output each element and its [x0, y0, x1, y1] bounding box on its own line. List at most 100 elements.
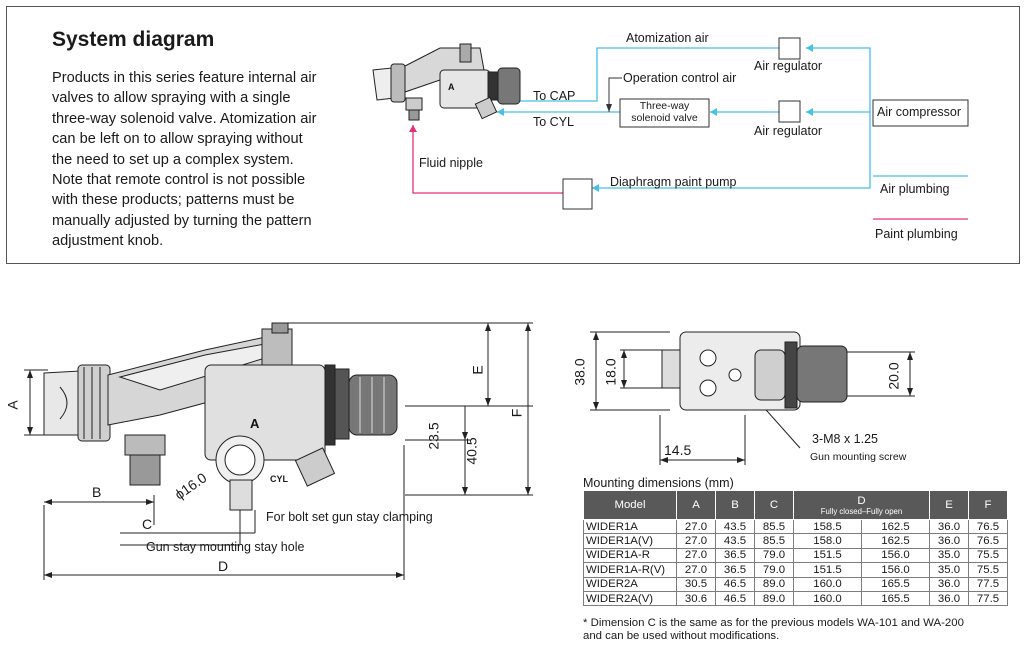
table-cell: 162.5: [861, 518, 930, 535]
table-cell: 151.5: [793, 547, 862, 564]
table-cell: 151.5: [793, 562, 862, 578]
air-compressor-box: [872, 99, 969, 127]
description-line: Products in this series feature internal…: [52, 70, 317, 86]
table-cell: 27.0: [676, 533, 716, 549]
table-cell: 36.5: [715, 547, 755, 564]
air-compressor-label: Air compressor: [877, 105, 962, 119]
table-cell: WIDER2A(V): [583, 590, 677, 607]
dim-F: F: [508, 408, 525, 418]
table-cell: 43.5: [715, 518, 755, 535]
mounting-dimensions-table: Model A B C D Fully closed–Fully open E …: [583, 490, 1008, 607]
cyl-marking: CYL: [270, 474, 288, 484]
description-line: manually adjusted by turning the pattern: [52, 212, 312, 229]
dimension-note: * Dimension C is the same as for the pre…: [583, 617, 964, 643]
table-cell: WIDER2A: [583, 576, 677, 592]
mounting-table-title: Mounting dimensions (mm): [583, 476, 734, 490]
paint-flow-arrow: [409, 125, 417, 132]
dim-D: D: [218, 558, 229, 574]
table-cell: 76.5: [968, 518, 1008, 535]
description-line: with these products; patterns must be: [52, 192, 295, 209]
dim-20: 20.0: [885, 362, 902, 390]
description-line: Note that remote control is not possible: [52, 172, 306, 189]
air-regulator-bottom-label: Air regulator: [754, 124, 823, 138]
svg-text:A: A: [448, 82, 455, 92]
description-line: valves to allow spraying with a single: [52, 90, 291, 107]
table-cell: 165.5: [861, 590, 930, 607]
spray-gun-small-drawing: [372, 43, 521, 121]
table-cell: 79.0: [754, 547, 794, 564]
dim-A: A: [4, 400, 21, 410]
table-cell: 156.0: [861, 562, 930, 578]
table-cell: 79.0: [754, 562, 794, 578]
table-cell: 43.5: [715, 533, 755, 549]
air-regulator-top-label: Air regulator: [754, 59, 823, 73]
table-cell: WIDER1A-R(V): [583, 562, 677, 578]
dim-23-5: 23.5: [425, 422, 442, 450]
system-plumbing-diagram: A: [372, 37, 969, 220]
table-cell: WIDER1A: [583, 518, 677, 535]
table-cell: 85.5: [754, 518, 794, 535]
dim-B: B: [92, 484, 102, 500]
table-cell: 46.5: [715, 590, 755, 607]
header-D: D Fully closed–Fully open: [793, 490, 930, 520]
bolt-set-label: For bolt set gun stay clamping: [266, 510, 433, 524]
system-diagram-panel: [6, 6, 1020, 264]
section-title: System diagram: [52, 28, 215, 51]
table-cell: 158.5: [793, 518, 862, 535]
table-cell: 160.0: [793, 576, 862, 592]
table-cell: 156.0: [861, 547, 930, 564]
header-A: A: [676, 490, 716, 520]
table-cell: 165.5: [861, 576, 930, 592]
table-cell: 27.0: [676, 518, 716, 535]
table-cell: 36.0: [929, 590, 969, 607]
table-cell: 75.5: [968, 547, 1008, 564]
table-cell: 36.0: [929, 533, 969, 549]
table-cell: 36.0: [929, 518, 969, 535]
table-header-row: Model A B C D Fully closed–Fully open E …: [583, 490, 1008, 520]
table-cell: 36.0: [929, 576, 969, 592]
table-cell: WIDER1A-R: [583, 547, 677, 564]
description-line: three-way solenoid valve. Atomization ai…: [52, 110, 317, 127]
operation-control-leader: [608, 77, 622, 112]
side-view-dimension-drawing: A: [24, 322, 533, 580]
stay-hole-label: Gun stay mounting stay hole: [146, 540, 305, 554]
diaphragm-pump-box: [562, 178, 593, 210]
table-cell: 77.5: [968, 576, 1008, 592]
solenoid-valve-label: Three-way solenoid valve: [631, 100, 698, 124]
table-cell: 35.0: [929, 562, 969, 578]
solenoid-valve-box: [619, 98, 710, 128]
table-cell: 36.5: [715, 562, 755, 578]
screw-sublabel: Gun mounting screw: [810, 451, 907, 463]
table-cell: WIDER1A(V): [583, 533, 677, 549]
dim-14-5: 14.5: [664, 442, 692, 458]
header-E: E: [929, 490, 969, 520]
table-cell: 30.6: [676, 590, 716, 607]
table-cell: 27.0: [676, 562, 716, 578]
header-C: C: [754, 490, 794, 520]
bottom-view-dimension-drawing: [590, 331, 915, 465]
air-regulator-top-box: [778, 37, 801, 60]
legend-paint-label: Paint plumbing: [875, 227, 958, 241]
table-cell: 89.0: [754, 576, 794, 592]
header-model: Model: [583, 490, 677, 520]
dim-E: E: [469, 365, 486, 375]
dim-C: C: [142, 516, 153, 532]
air-plumbing-lines: [497, 47, 871, 189]
dimension-arrows: [27, 323, 531, 578]
diaphragm-pump-label: Diaphragm paint pump: [610, 175, 737, 189]
gun-bottom-drawing: [661, 331, 848, 411]
description-line: adjustment knob.: [52, 233, 164, 250]
table-cell: 75.5: [968, 562, 1008, 578]
table-cell: 162.5: [861, 533, 930, 549]
table-cell: 46.5: [715, 576, 755, 592]
system-description: Products in this series feature internal…: [52, 68, 352, 252]
dim-38: 38.0: [571, 358, 588, 386]
table-cell: 35.0: [929, 547, 969, 564]
table-cell: 30.5: [676, 576, 716, 592]
